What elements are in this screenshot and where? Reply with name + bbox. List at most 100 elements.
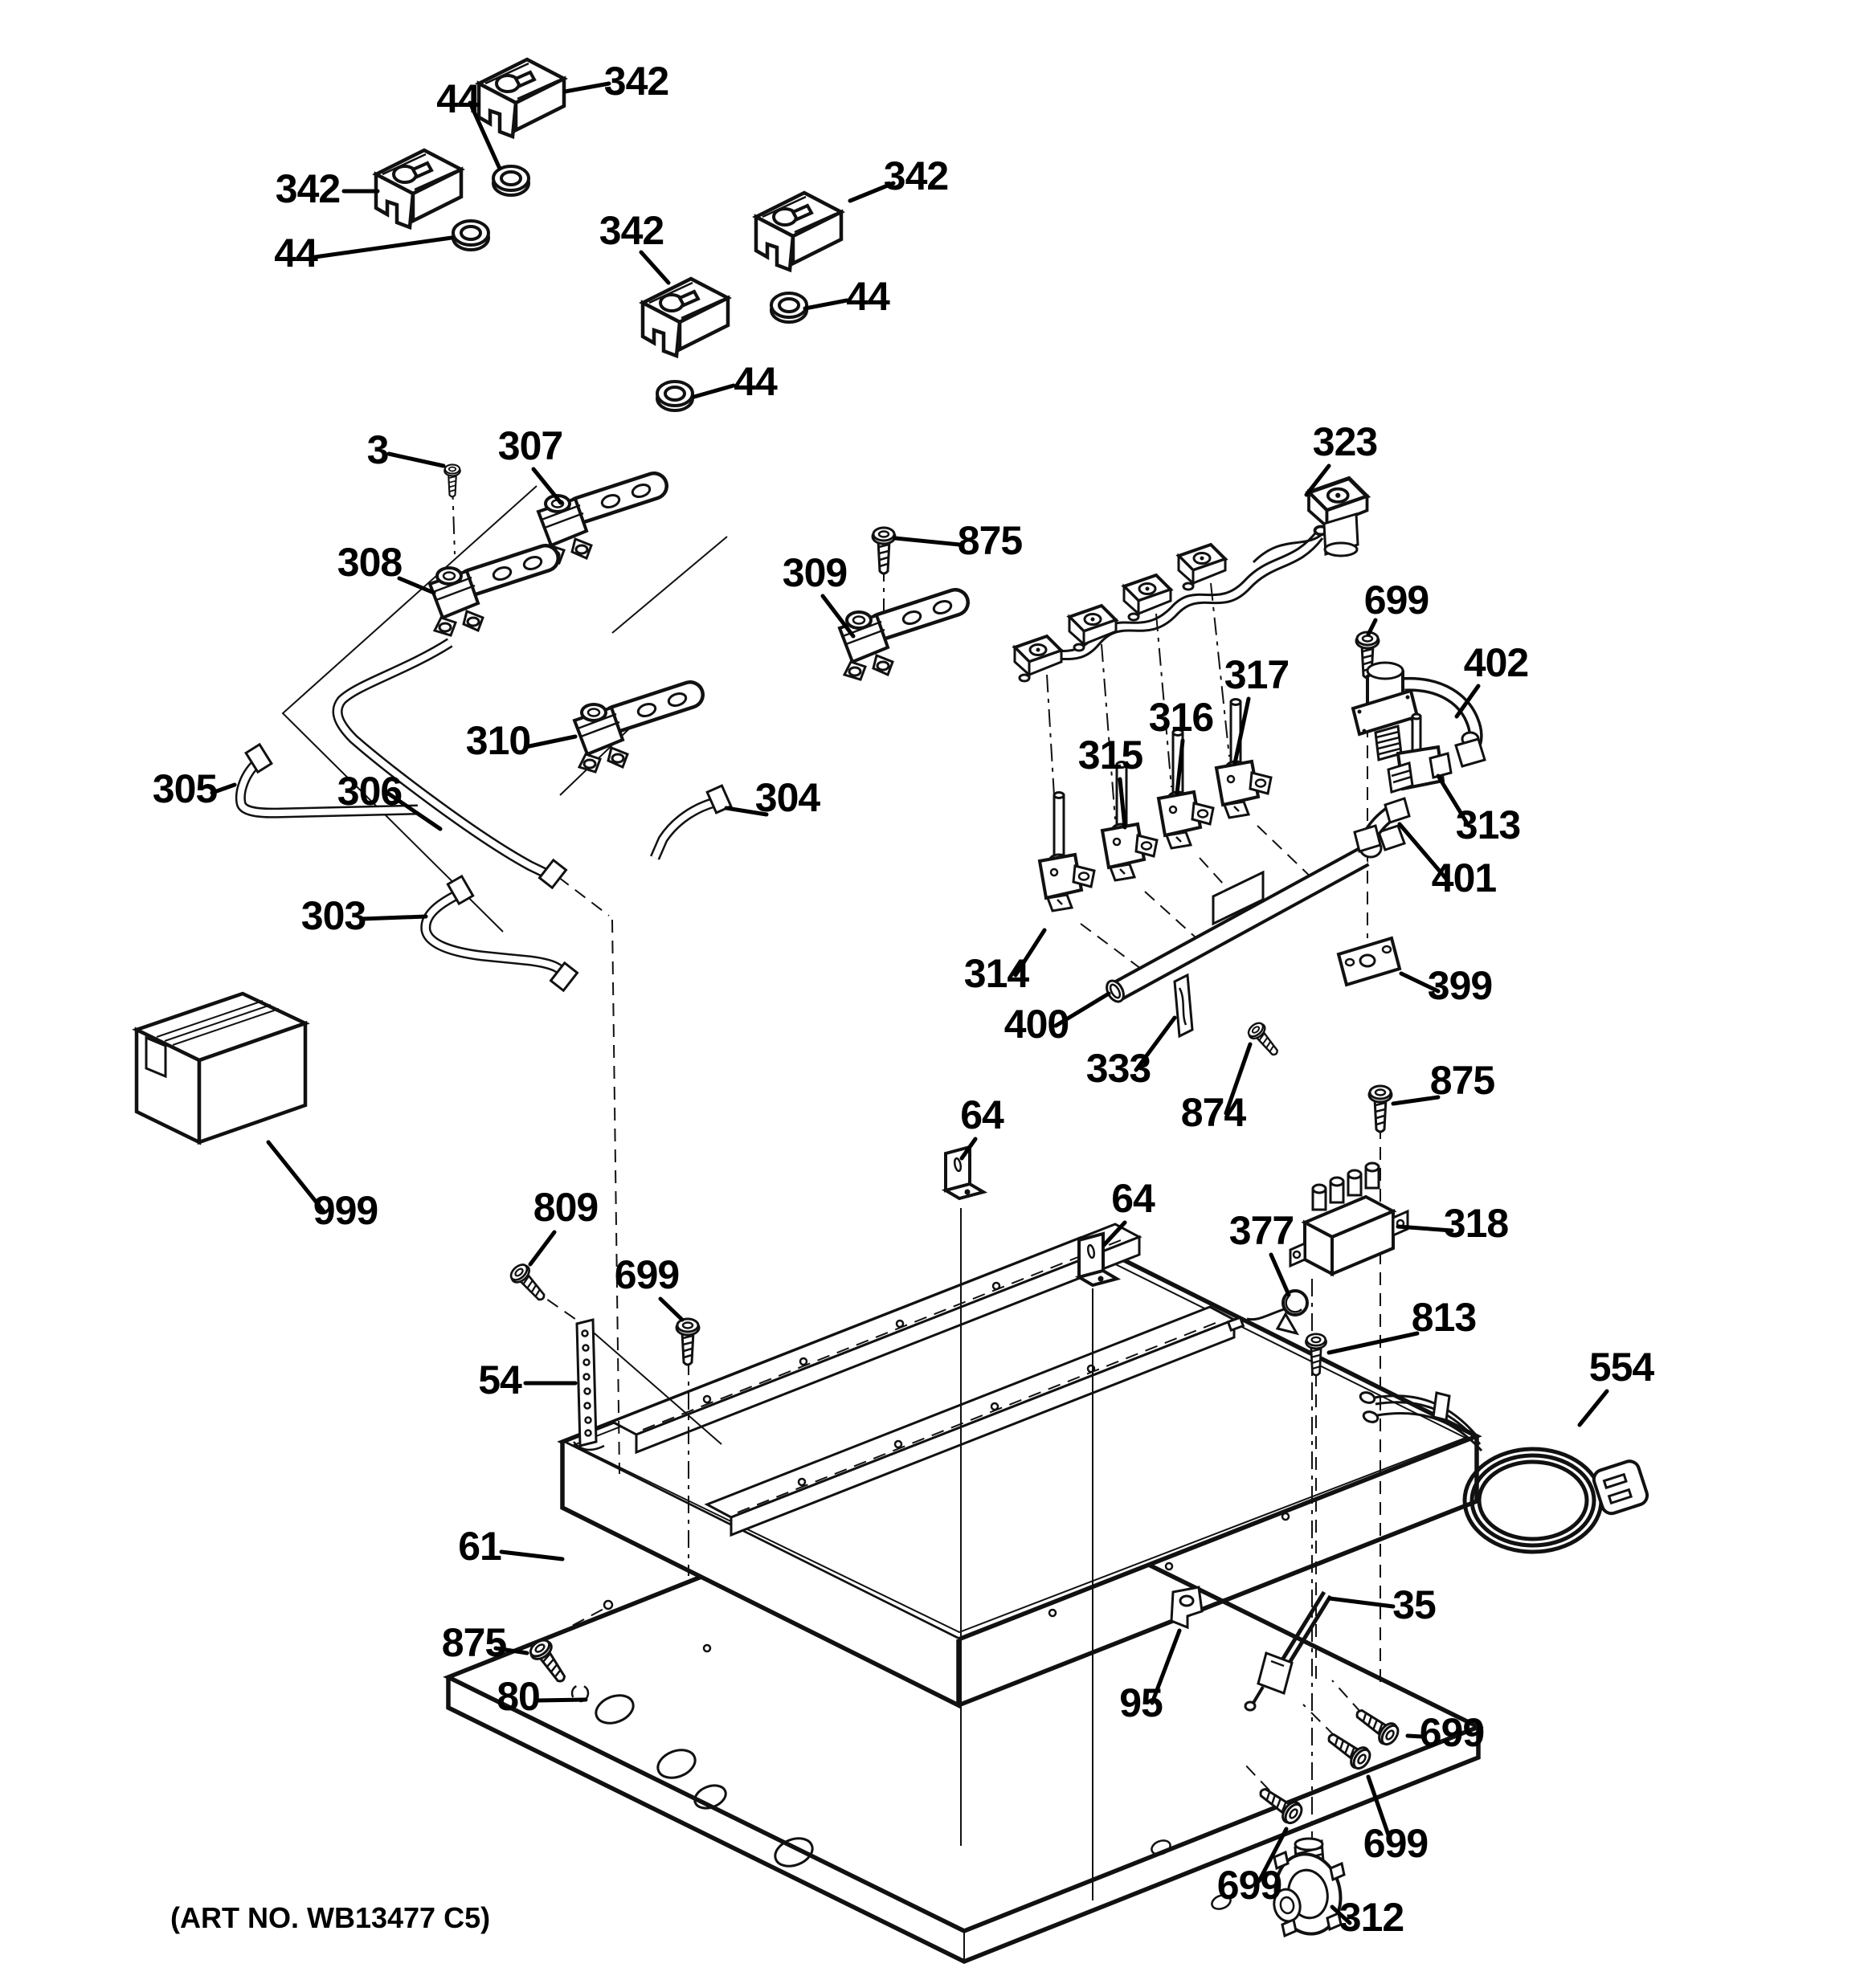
spark-switch-1 bbox=[1013, 635, 1063, 683]
leader-line-699 bbox=[1405, 1733, 1425, 1739]
tube-303 bbox=[420, 874, 579, 993]
screw-699-left bbox=[675, 1317, 701, 1366]
spark-module-318 bbox=[1289, 1161, 1409, 1277]
callout-342: 342 bbox=[884, 153, 948, 198]
callout-310: 310 bbox=[466, 718, 530, 763]
leader-line-307 bbox=[531, 467, 563, 505]
leader-line-342 bbox=[848, 181, 896, 203]
leader-line-317 bbox=[1232, 696, 1251, 765]
callout-333: 333 bbox=[1086, 1046, 1151, 1091]
valve-314 bbox=[1038, 790, 1096, 912]
callout-314: 314 bbox=[964, 951, 1030, 996]
callout-399: 399 bbox=[1428, 963, 1492, 1008]
leader-line-333 bbox=[1134, 1015, 1177, 1072]
leader-line-316 bbox=[1175, 738, 1185, 796]
harness-554 bbox=[1359, 1391, 1649, 1554]
leader-line-342 bbox=[639, 250, 671, 285]
clip-342-2 bbox=[376, 150, 461, 227]
callout-400: 400 bbox=[1004, 1002, 1069, 1047]
callout-813: 813 bbox=[1412, 1295, 1476, 1340]
leader-line-44 bbox=[803, 298, 849, 311]
callout-64: 64 bbox=[960, 1092, 1004, 1137]
callout-54: 54 bbox=[478, 1357, 522, 1402]
valve-308 bbox=[430, 555, 546, 635]
callout-699: 699 bbox=[1217, 1863, 1281, 1908]
callout-875: 875 bbox=[958, 518, 1023, 563]
spark-switch-4 bbox=[1177, 543, 1227, 591]
callout-305: 305 bbox=[153, 766, 218, 811]
leader-line-377 bbox=[1269, 1252, 1291, 1297]
callout-315: 315 bbox=[1078, 733, 1143, 778]
callout-44: 44 bbox=[846, 274, 890, 319]
leader-line-875 bbox=[493, 1646, 529, 1655]
burner-rail-back bbox=[609, 1223, 1142, 1455]
callout-317: 317 bbox=[1224, 652, 1289, 697]
leader-line-813 bbox=[1326, 1331, 1420, 1355]
tube-304 bbox=[650, 784, 733, 860]
callout-342: 342 bbox=[276, 166, 340, 211]
leader-line-400 bbox=[1053, 991, 1111, 1028]
callout-323: 323 bbox=[1313, 419, 1377, 464]
callout-318: 318 bbox=[1444, 1201, 1509, 1246]
callout-44: 44 bbox=[436, 76, 480, 121]
leader-line-44 bbox=[313, 235, 454, 259]
leader-line-35 bbox=[1327, 1596, 1396, 1609]
callout-95: 95 bbox=[1119, 1680, 1163, 1725]
leader-line-310 bbox=[523, 734, 578, 749]
callout-44: 44 bbox=[274, 231, 318, 276]
clip-342-1 bbox=[479, 59, 564, 137]
grommet-377 bbox=[1226, 1289, 1309, 1336]
leader-line-875 bbox=[1391, 1095, 1441, 1106]
manifold-pipe-400 bbox=[1106, 824, 1406, 1003]
callout-401: 401 bbox=[1432, 855, 1497, 900]
leader-line-308 bbox=[397, 576, 436, 595]
plug bbox=[1592, 1459, 1649, 1516]
tube-306 bbox=[332, 638, 568, 890]
screw-875-mid bbox=[1367, 1084, 1393, 1133]
clip-342-3 bbox=[643, 279, 728, 356]
callout-402: 402 bbox=[1464, 640, 1528, 685]
callout-999: 999 bbox=[313, 1188, 378, 1233]
leader-line-3 bbox=[386, 451, 446, 468]
valve-316 bbox=[1157, 728, 1215, 850]
callout-303: 303 bbox=[301, 893, 366, 938]
leader-line-399 bbox=[1399, 971, 1441, 994]
leader-line-44 bbox=[692, 383, 736, 399]
clip-342-4 bbox=[756, 193, 841, 270]
screw-874 bbox=[1245, 1018, 1284, 1061]
leader-line-313 bbox=[1436, 774, 1471, 828]
valve-309 bbox=[840, 599, 955, 680]
spark-switch-323 bbox=[1309, 479, 1367, 557]
leader-line-401 bbox=[1397, 822, 1449, 881]
ring-44-1 bbox=[492, 165, 530, 197]
callout-80: 80 bbox=[497, 1674, 540, 1719]
bracket-strip-54 bbox=[573, 1318, 605, 1451]
leader-line-875 bbox=[893, 536, 962, 547]
callout-699: 699 bbox=[1420, 1710, 1484, 1755]
leader-line-809 bbox=[528, 1230, 557, 1267]
leader-line-699 bbox=[1366, 1774, 1392, 1842]
leader-line-323 bbox=[1304, 463, 1331, 497]
screw-809 bbox=[506, 1259, 552, 1307]
leader-line-402 bbox=[1454, 684, 1481, 719]
ring-44-4 bbox=[770, 292, 808, 324]
plate-399 bbox=[1336, 936, 1402, 987]
burner-holes bbox=[570, 1684, 1232, 1910]
clamp-95 bbox=[1170, 1586, 1204, 1630]
leader-line-309 bbox=[820, 594, 856, 639]
callout-312: 312 bbox=[1339, 1895, 1404, 1940]
leader-line-314 bbox=[1013, 928, 1047, 978]
leader-line-64 bbox=[1102, 1220, 1127, 1247]
callout-44: 44 bbox=[734, 359, 778, 404]
callout-875: 875 bbox=[442, 1620, 507, 1665]
callout-3: 3 bbox=[367, 427, 389, 472]
screw-699-b2 bbox=[1322, 1725, 1375, 1774]
leader-line-342 bbox=[562, 81, 611, 94]
leader-line-305 bbox=[210, 782, 237, 795]
electrode-35 bbox=[1244, 1590, 1333, 1712]
valve-310 bbox=[574, 692, 690, 772]
callout-699: 699 bbox=[1363, 1821, 1428, 1866]
leader-line-61 bbox=[499, 1549, 565, 1561]
regulator-312 bbox=[1273, 1837, 1346, 1938]
